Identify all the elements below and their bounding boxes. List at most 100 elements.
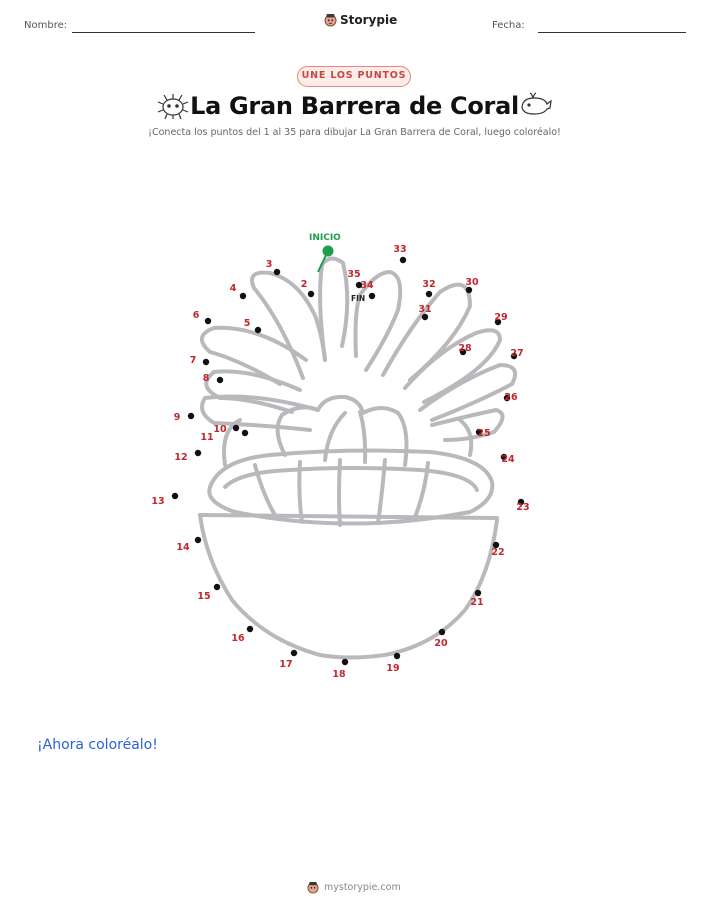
dot-15 <box>213 583 221 591</box>
dot-number-20: 20 <box>434 638 448 649</box>
tentacle-outline <box>381 282 472 382</box>
dot-number-8: 8 <box>203 373 210 384</box>
dot-17 <box>290 649 298 657</box>
dot-number-35: 35 <box>347 269 360 280</box>
dot-number-28: 28 <box>458 343 472 354</box>
page-title: La Gran Barrera de Coral <box>190 92 519 120</box>
dot-22 <box>492 541 500 549</box>
dot-number-19: 19 <box>386 663 399 674</box>
start-label: INICIO <box>309 233 341 243</box>
dot-number-2: 2 <box>301 279 308 290</box>
dot-number-5: 5 <box>244 318 251 329</box>
dot-14 <box>194 536 202 544</box>
dot-9 <box>187 412 195 420</box>
dot-27 <box>510 352 518 360</box>
body-side-outline <box>222 418 474 467</box>
dot-12 <box>194 449 202 457</box>
mouth-line <box>358 410 368 464</box>
dot-20 <box>438 628 446 636</box>
brand-name: Storypie <box>340 13 398 27</box>
mouth-outline <box>275 394 409 467</box>
dot-number-32: 32 <box>422 279 435 290</box>
storypie-logo-icon <box>307 881 319 894</box>
dot-number-33: 33 <box>393 244 406 255</box>
dot-number-7: 7 <box>190 355 197 366</box>
dot-number-16: 16 <box>231 633 245 644</box>
color-prompt: ¡Ahora coloréalo! <box>37 737 158 753</box>
coral-outline <box>198 256 517 660</box>
start-dot <box>322 245 334 257</box>
dot-31 <box>421 313 429 321</box>
dot-number-31: 31 <box>418 304 431 315</box>
dot-number-12: 12 <box>174 452 187 463</box>
dot-number-34: 34 <box>360 280 374 291</box>
footer: mystorypie.com <box>307 881 401 894</box>
dot-number-27: 27 <box>510 348 523 359</box>
dot-7 <box>202 358 210 366</box>
dot-number-17: 17 <box>279 659 292 670</box>
dot-19 <box>393 652 401 660</box>
dot-16 <box>246 625 254 633</box>
dot-number-15: 15 <box>197 591 210 602</box>
dot-3 <box>273 268 281 276</box>
whale-icon <box>521 92 552 115</box>
dot-23 <box>517 498 525 506</box>
dot-number-24: 24 <box>501 454 515 465</box>
name-label: Nombre: <box>24 20 68 31</box>
dot-4 <box>239 292 247 300</box>
dot-25 <box>475 428 483 436</box>
dot-number-13: 13 <box>151 496 164 507</box>
instructions: ¡Conecta los puntos del 1 al 35 para dib… <box>148 127 561 138</box>
dot-number-25: 25 <box>477 428 490 439</box>
dot-33 <box>399 256 407 264</box>
dot-30 <box>465 286 473 294</box>
dot-number-26: 26 <box>504 392 518 403</box>
dot-number-21: 21 <box>470 597 483 608</box>
activity-badge: UNE LOS PUNTOS <box>297 66 411 87</box>
dot-6 <box>204 317 212 325</box>
dot-number-9: 9 <box>174 412 181 423</box>
ridge-lines <box>253 458 430 527</box>
tentacle-outline <box>200 325 308 386</box>
tentacle-outline <box>353 270 403 372</box>
end-label: FIN <box>351 294 365 303</box>
brand-logo: Storypie <box>324 13 397 27</box>
dot-number-29: 29 <box>494 312 507 323</box>
dot-35 <box>355 281 363 289</box>
tentacle-outline <box>250 270 327 380</box>
tentacle-outline <box>418 363 517 422</box>
dot-11 <box>241 429 249 437</box>
dot-24 <box>500 453 508 461</box>
dot-32 <box>425 290 433 298</box>
base-top-line <box>198 513 499 520</box>
dot-21 <box>474 589 482 597</box>
dot-28 <box>459 348 467 356</box>
dot-number-11: 11 <box>200 432 213 443</box>
dot-number-3: 3 <box>266 259 273 270</box>
dot-10 <box>232 424 240 432</box>
base-outline <box>198 513 499 660</box>
sea-urchin-icon <box>157 94 189 120</box>
dot-34 <box>368 292 376 300</box>
dot-number-4: 4 <box>230 283 237 294</box>
dot-number-6: 6 <box>193 310 200 321</box>
dot-number-10: 10 <box>213 424 227 435</box>
dot-number-30: 30 <box>465 277 479 288</box>
dot-number-14: 14 <box>176 542 190 553</box>
tentacle-outline <box>200 394 320 432</box>
dot-8 <box>216 376 224 384</box>
dot-number-23: 23 <box>516 502 529 513</box>
storypie-logo-icon <box>324 14 337 27</box>
rim-outline <box>207 448 495 526</box>
footer-url[interactable]: mystorypie.com <box>324 882 401 893</box>
dot-18 <box>341 658 349 666</box>
tentacle-outline <box>204 369 302 414</box>
name-line[interactable] <box>72 32 255 33</box>
date-label: Fecha: <box>492 20 525 31</box>
tentacle-outline <box>318 256 350 362</box>
dot-number-22: 22 <box>491 547 504 558</box>
dot-26 <box>503 394 511 402</box>
date-line[interactable] <box>538 32 686 33</box>
dot-5 <box>254 326 262 334</box>
